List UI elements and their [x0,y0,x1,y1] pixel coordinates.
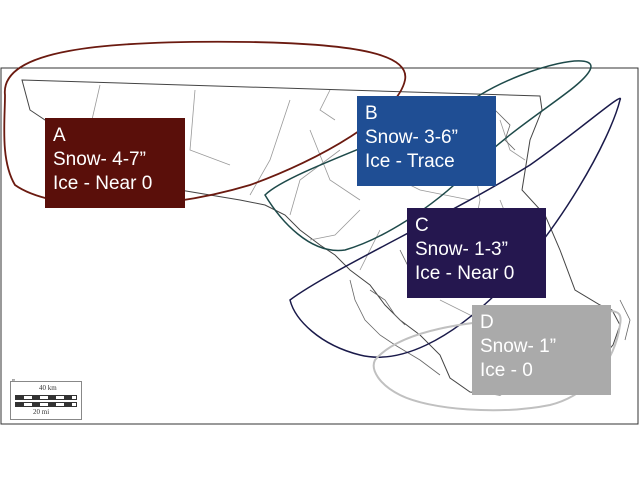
scale-mi-label: 20 mi [33,408,50,416]
zone-b-label: B Snow- 3-6” Ice - Trace [357,96,496,186]
zone-d-ice: Ice - 0 [480,360,533,381]
zone-b-letter: B [365,103,378,124]
state-outline [21,79,621,396]
scale-km-label: 40 km [39,384,57,392]
zone-d-label: D Snow- 1” Ice - 0 [472,305,611,395]
zone-b-snow: Snow- 3-6” [365,127,458,148]
zone-b-ice: Ice - Trace [365,151,455,172]
zone-d-snow: Snow- 1” [480,336,557,357]
scale-bar: 40 km 20 mi [10,381,82,420]
zone-c-letter: C [415,215,429,236]
zone-d-letter: D [480,312,494,333]
zone-c-ice: Ice - Near 0 [415,263,515,284]
scale-km-bar [15,395,77,400]
zone-a-letter: A [53,125,66,146]
scale-mi-bar [15,402,77,407]
zone-a-label: A Snow- 4-7” Ice - Near 0 [45,118,185,208]
zone-c-label: C Snow- 1-3” Ice - Near 0 [407,208,546,298]
zone-c-snow: Snow- 1-3” [415,239,508,260]
zone-a-snow: Snow- 4-7” [53,149,146,170]
zone-a-ice: Ice - Near 0 [53,173,153,194]
